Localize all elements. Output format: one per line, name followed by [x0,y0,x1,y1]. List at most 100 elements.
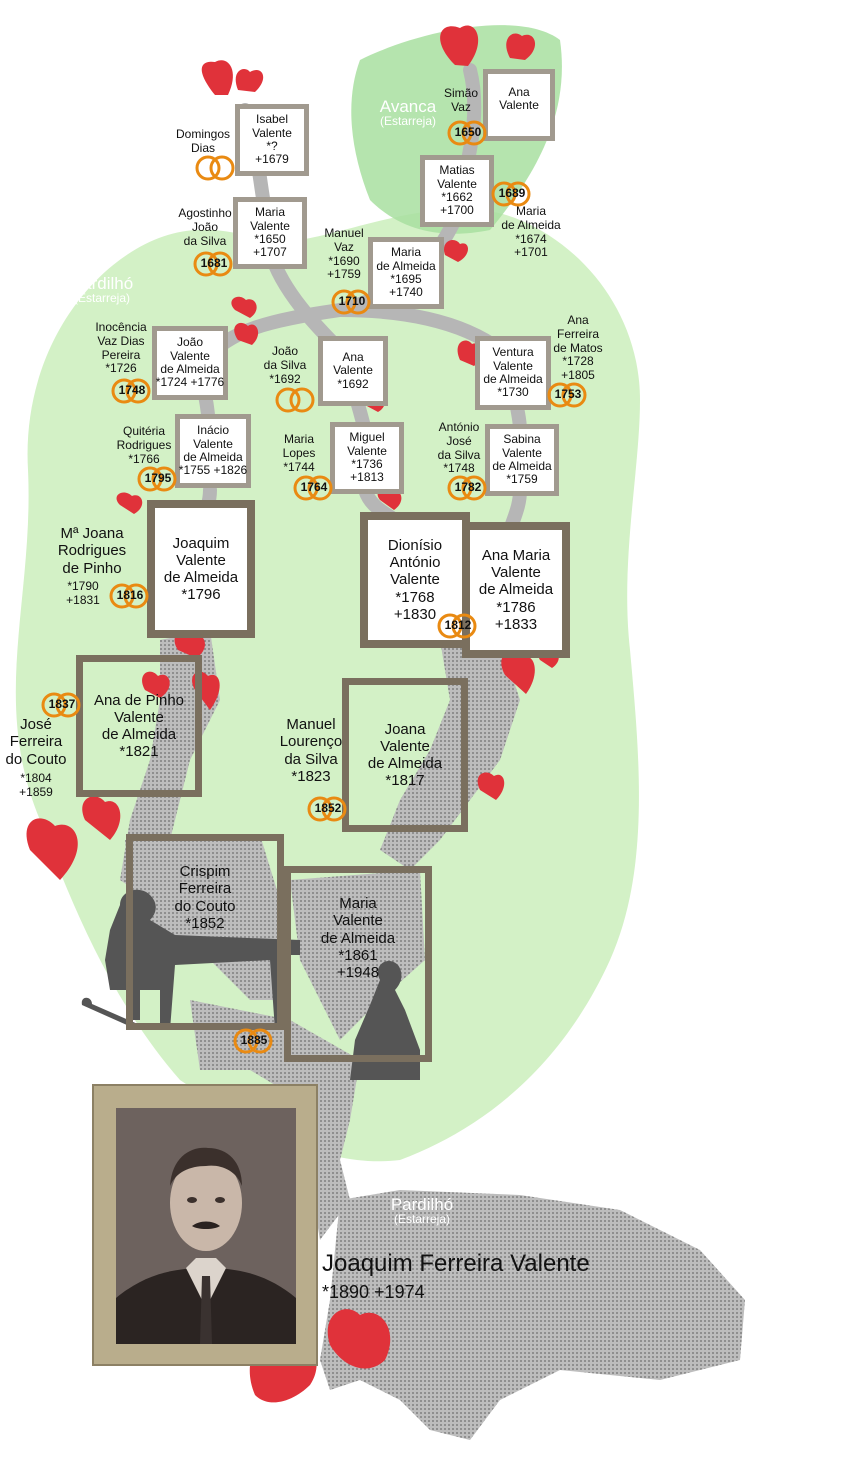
box-line: *1724 +1776 [155,375,225,390]
box-line: Ana [508,85,530,99]
box-line: *1730 [497,385,529,400]
rings-icon [447,475,487,501]
box-line: Miguel [349,430,385,445]
box-line: *1692 [337,376,369,391]
label-line: Pereira [101,347,141,362]
marriage-year: 1852 [314,801,342,815]
label-line: Mª Joana [60,525,124,542]
label-line: *1823 [291,767,331,785]
marriage-year: 1681 [200,256,228,270]
heart-shape [327,1309,391,1369]
marriage-rings-1852: 1852 [306,795,350,823]
label-line: *1726 [105,361,137,376]
label-line: +1759 [327,267,361,282]
box-line: de Almeida [367,755,443,772]
label-line: Inocência [95,320,147,334]
box-line: de Almeida [492,459,552,473]
label-line: Vaz [334,239,354,254]
box-line: *1821 [119,743,159,761]
box-line: +1679 [255,152,289,167]
box-line: Valente [390,571,440,589]
box-line: *? [266,139,278,153]
box-line: Sabina [503,432,541,447]
box-line: Valente [170,348,210,363]
rings-icon [41,692,81,718]
label-line: *1766 [128,451,160,466]
heart-shape [201,60,233,95]
label-line: Agostinho [178,206,232,220]
box-line: Valente [380,737,430,755]
box-line: do Couto [174,897,236,915]
seated-woman-silhouette [350,960,420,1080]
label-line: *1748 [443,461,475,476]
label-line: Simão [443,86,478,100]
heart-shape [440,25,479,66]
rings-icon [137,466,177,492]
rings-icon [491,181,531,207]
label-line: João [191,219,219,234]
rings-icon [111,378,151,404]
box-line: de Almeida [376,258,436,273]
heart-shape [231,296,257,318]
marriage-year: 1812 [444,618,472,632]
box-line: de Almeida [478,581,554,599]
box-line: Maria [254,205,285,220]
portrait-frame [92,1084,318,1366]
rings-icon [109,583,149,609]
box-line: Ana [342,349,364,364]
box-line: Valente [437,176,477,191]
marriage-rings-1795: 1795 [136,465,180,493]
box-line: de Almeida [320,929,396,947]
rings-icon [275,387,315,413]
marriage-rings-1812: 1812 [436,612,480,640]
label-line: *1690 [328,253,360,268]
cane-silhouette [81,997,140,1030]
rings-icon [195,155,235,181]
marriage-rings-domingos-isabel [194,154,238,182]
rings-icon [437,613,477,639]
label-line: *1744 [283,459,315,474]
heart-shape [116,492,143,514]
box-line: Valente [493,358,533,373]
label-line: +1859 [19,784,53,799]
rings-icon [193,251,233,277]
box-line: Dionísio [387,536,443,554]
box-line: de Almeida [101,726,177,743]
place-region: (Estarreja) [73,291,130,305]
box-line: de Almeida [163,569,239,586]
place-name: Pardilhó [70,274,134,293]
heart-shape [142,671,170,698]
box-line: de Almeida [183,450,243,464]
box-line: *1796 [181,586,221,604]
box-line: Maria [390,245,421,260]
marriage-year: 1753 [554,387,582,401]
label-line: Manuel [324,226,364,240]
box-line: Matias [439,163,475,178]
box-line: Inácio [196,423,230,438]
heart-shape [174,631,205,658]
label-line: Maria [283,432,314,446]
box-line: *1768 [395,588,435,606]
label-line: do Couto [5,750,67,768]
